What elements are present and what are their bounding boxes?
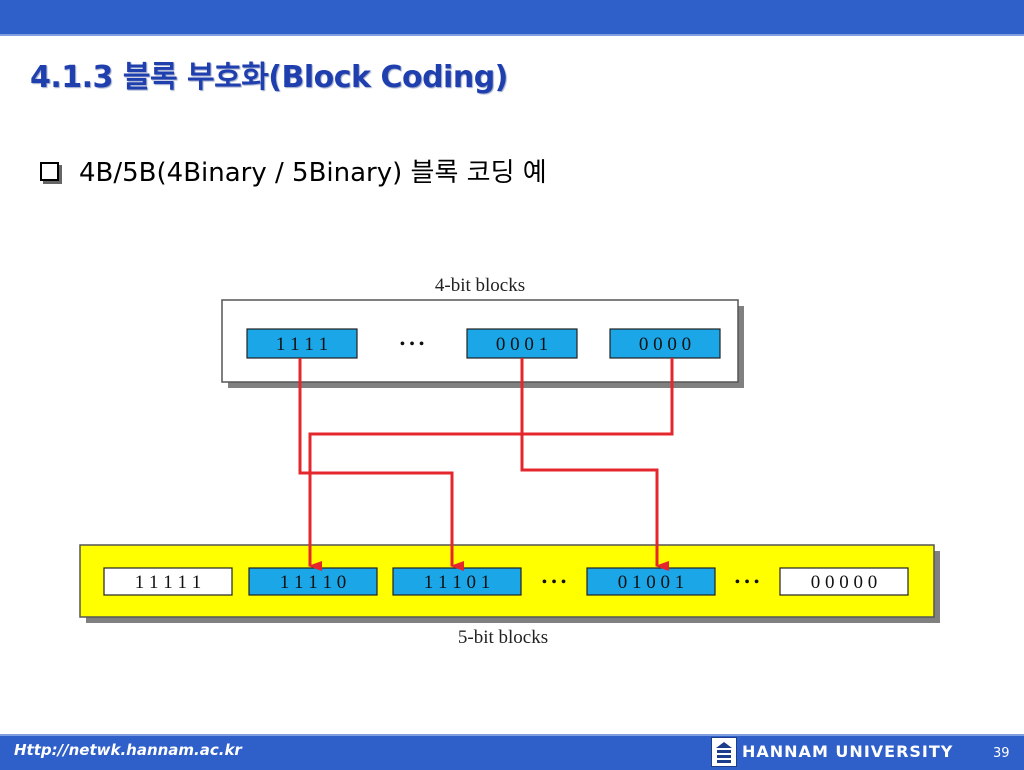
- four-bit-block: [466, 328, 578, 359]
- five-bit-block: [103, 567, 233, 596]
- mapping-arrow: [520, 358, 669, 571]
- four-bit-block: [609, 328, 721, 359]
- bullet-text: 4B/5B(4Binary / 5Binary) 블록 코딩 예: [79, 158, 547, 188]
- five-bit-caption: 5-bit blocks: [458, 627, 548, 648]
- four-bit-caption: 4-bit blocks: [435, 275, 525, 296]
- five-bit-block-label: 0 0 0 0 0: [811, 572, 878, 593]
- five-bit-block-label: 1 1 1 0 1: [424, 572, 491, 593]
- mapping-arrow: [298, 358, 464, 571]
- bottom-footer-bar: [0, 734, 1024, 770]
- university-logo-icon: [711, 737, 737, 767]
- four-bit-block: [246, 328, 358, 359]
- footer-university-name: HANNAM UNIVERSITY: [742, 742, 954, 761]
- five-bit-block-label: 1 1 1 1 1: [135, 572, 202, 593]
- five-bit-block: [392, 567, 522, 596]
- four-bit-block-label: 0 0 0 0: [639, 334, 691, 355]
- five-bit-block-label: 0 1 0 0 1: [618, 572, 685, 593]
- top-header-bar: [0, 0, 1024, 36]
- bullet-item: 4B/5B(4Binary / 5Binary) 블록 코딩 예: [40, 152, 547, 189]
- ellipsis: • • •: [400, 336, 425, 353]
- five-bit-block: [586, 567, 716, 596]
- four-bit-block-label: 0 0 0 1: [496, 334, 548, 355]
- five-bit-block: [248, 567, 378, 596]
- five-bit-block: [779, 567, 909, 596]
- ellipsis: • • •: [735, 574, 760, 591]
- page-number: 39: [993, 746, 1010, 761]
- ellipsis: • • •: [542, 574, 567, 591]
- footer-url: Http://netwk.hannam.ac.kr: [14, 741, 242, 759]
- four-bit-block-label: 1 1 1 1: [276, 334, 328, 355]
- slide-title: 4.1.3 블록 부호화(Block Coding): [30, 60, 508, 95]
- mapping-arrow: [308, 358, 674, 571]
- square-bullet-icon: [40, 162, 59, 181]
- five-bit-block-label: 1 1 1 1 0: [280, 572, 347, 593]
